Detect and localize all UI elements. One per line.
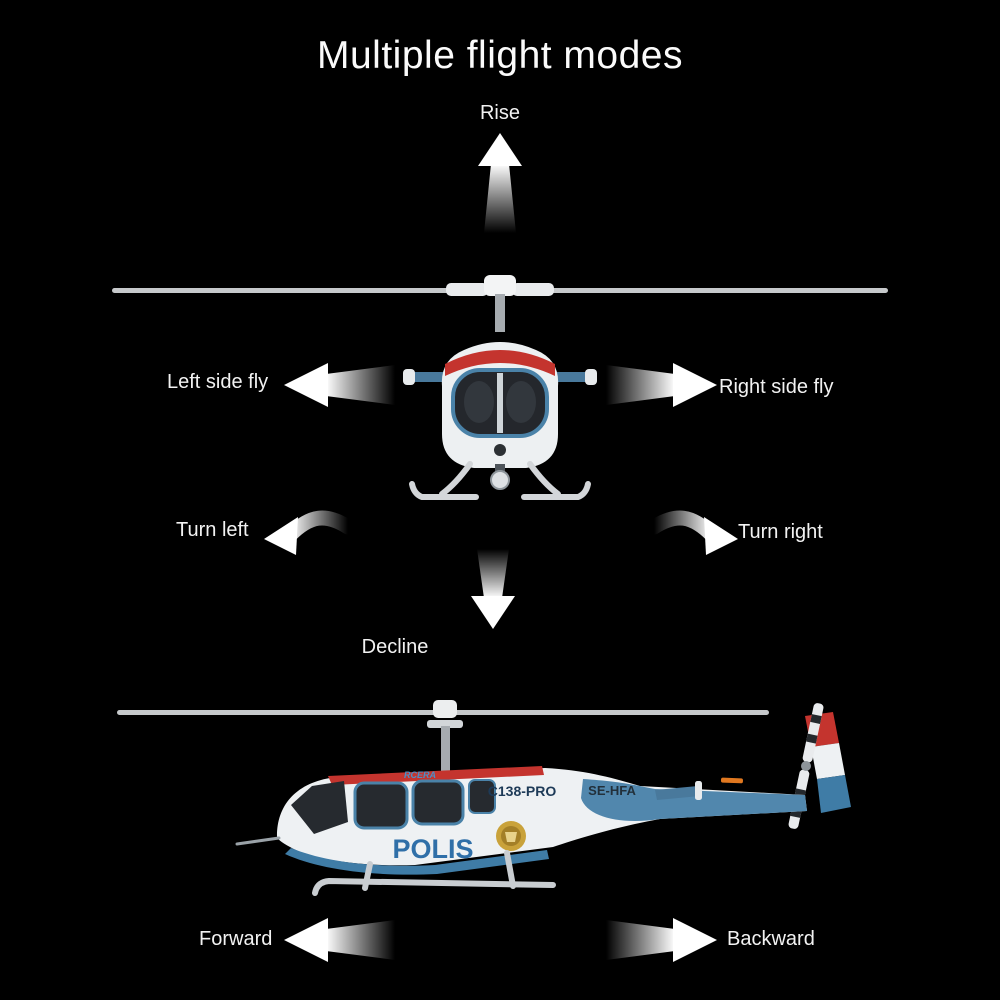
left-side-fly-arrow-icon	[284, 363, 395, 407]
front-main-rotor	[112, 275, 888, 332]
label-rise: Rise	[479, 102, 520, 124]
tail-decal	[720, 777, 743, 784]
label-turn-right: Turn right	[738, 521, 823, 543]
fuselage-polis-text: POLIS	[392, 834, 473, 864]
backward-arrow-icon	[606, 918, 717, 962]
right-side-fly-arrow-icon	[606, 363, 717, 407]
forward-arrow-icon	[284, 918, 395, 962]
label-forward: Forward	[199, 928, 273, 950]
front-fuselage	[403, 342, 597, 490]
registration-text: SE-HFA	[588, 783, 636, 798]
label-decline: Decline	[361, 636, 429, 658]
side-main-rotor	[117, 700, 769, 772]
model-text: C138-PRO	[488, 783, 557, 799]
helicopter-side-view: RCERA C138-PRO SE-HFA POLIS	[117, 700, 851, 896]
side-landing-skids	[312, 850, 556, 896]
label-backward: Backward	[727, 928, 815, 950]
decline-arrow-icon	[471, 549, 515, 629]
turn-right-arrow-icon	[652, 510, 738, 555]
label-right-side-fly: Right side fly	[719, 376, 834, 398]
side-livery-text: RCERA C138-PRO SE-HFA POLIS	[392, 770, 636, 864]
helicopter-front-view	[112, 275, 888, 500]
label-turn-left: Turn left	[176, 519, 249, 541]
front-landing-skids	[409, 461, 591, 500]
brand-text: RCERA	[404, 770, 436, 780]
rise-arrow-icon	[478, 133, 522, 233]
poster-title: Multiple flight modes	[317, 34, 683, 77]
side-fuselage	[235, 766, 807, 875]
police-badge	[496, 821, 526, 851]
turn-left-arrow-icon	[264, 510, 350, 555]
label-left-side-fly: Left side fly	[167, 371, 269, 393]
